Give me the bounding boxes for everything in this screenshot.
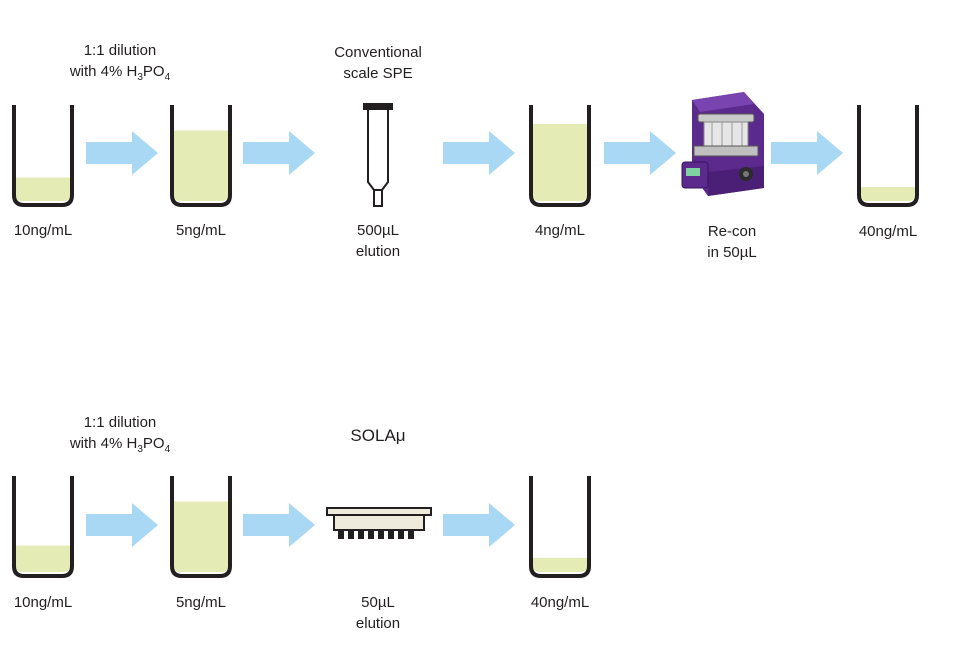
- beaker-outline: [170, 105, 232, 207]
- dilution-line1: 1:1 dilution: [83, 414, 157, 431]
- dilution-label-bottom: 1:1 dilution with 4% H3PO4: [60, 412, 180, 460]
- concentration-label: 40ng/mL: [858, 223, 918, 240]
- arrow-right-icon: [604, 131, 676, 175]
- arrow-shape: [604, 131, 676, 175]
- concentration-label: 10ng/mL: [13, 594, 73, 611]
- arrow-right-icon: [771, 131, 843, 175]
- beaker-outline: [529, 476, 591, 578]
- spe-cartridge-icon: [363, 103, 393, 207]
- concentration-label: 40ng/mL: [530, 594, 590, 611]
- liquid-level: [16, 177, 70, 201]
- spe-title: Conventional scale SPE: [334, 44, 422, 82]
- arrow-shape: [86, 503, 158, 547]
- arrow-right-icon: [243, 131, 315, 175]
- arrow-shape: [86, 131, 158, 175]
- arrow-right-icon: [443, 503, 515, 547]
- recon-label: Re-con in 50µL: [707, 223, 757, 261]
- beaker-bottom-1: [12, 476, 74, 578]
- arrow-right-icon: [443, 131, 515, 175]
- liquid-level: [16, 545, 70, 572]
- dilution-line2: with 4% H3PO4: [69, 435, 171, 455]
- liquid-level: [861, 186, 915, 201]
- beaker-bottom-4: [529, 476, 591, 578]
- arrow-shape: [443, 131, 515, 175]
- beaker-top-1: [12, 105, 74, 207]
- beaker-bottom-2: [170, 476, 232, 578]
- arrow-shape: [443, 503, 515, 547]
- arrow-right-icon: [86, 131, 158, 175]
- evaporator-icon: [681, 92, 764, 196]
- beaker-outline: [857, 105, 919, 207]
- liquid-level: [174, 130, 228, 201]
- beaker-outline: [12, 476, 74, 578]
- beaker-outline: [170, 476, 232, 578]
- sola-elution-label: 50µL elution: [355, 594, 401, 632]
- spe-elution-label: 500µL elution: [355, 222, 401, 260]
- dilution-line2: with 4% H3PO4: [69, 63, 171, 83]
- sola-plate-icon: [326, 507, 432, 539]
- concentration-label: 5ng/mL: [175, 594, 227, 611]
- arrow-shape: [243, 503, 315, 547]
- beaker-top-2: [170, 105, 232, 207]
- concentration-label: 5ng/mL: [175, 222, 227, 239]
- liquid-level: [174, 501, 228, 572]
- beaker-top-6: [857, 105, 919, 207]
- beaker-top-4: [529, 105, 591, 207]
- sola-title: SOLAμ: [350, 426, 406, 445]
- arrow-right-icon: [86, 503, 158, 547]
- arrow-right-icon: [243, 503, 315, 547]
- arrow-shape: [771, 131, 843, 175]
- dilution-label-top: 1:1 dilution with 4% H3PO4: [60, 40, 180, 88]
- beaker-outline: [529, 105, 591, 207]
- liquid-level: [533, 557, 587, 572]
- concentration-label: 10ng/mL: [13, 222, 73, 239]
- liquid-level: [533, 123, 587, 201]
- dilution-line1: 1:1 dilution: [83, 42, 157, 59]
- concentration-label: 4ng/mL: [534, 222, 586, 239]
- beaker-outline: [12, 105, 74, 207]
- arrow-shape: [243, 131, 315, 175]
